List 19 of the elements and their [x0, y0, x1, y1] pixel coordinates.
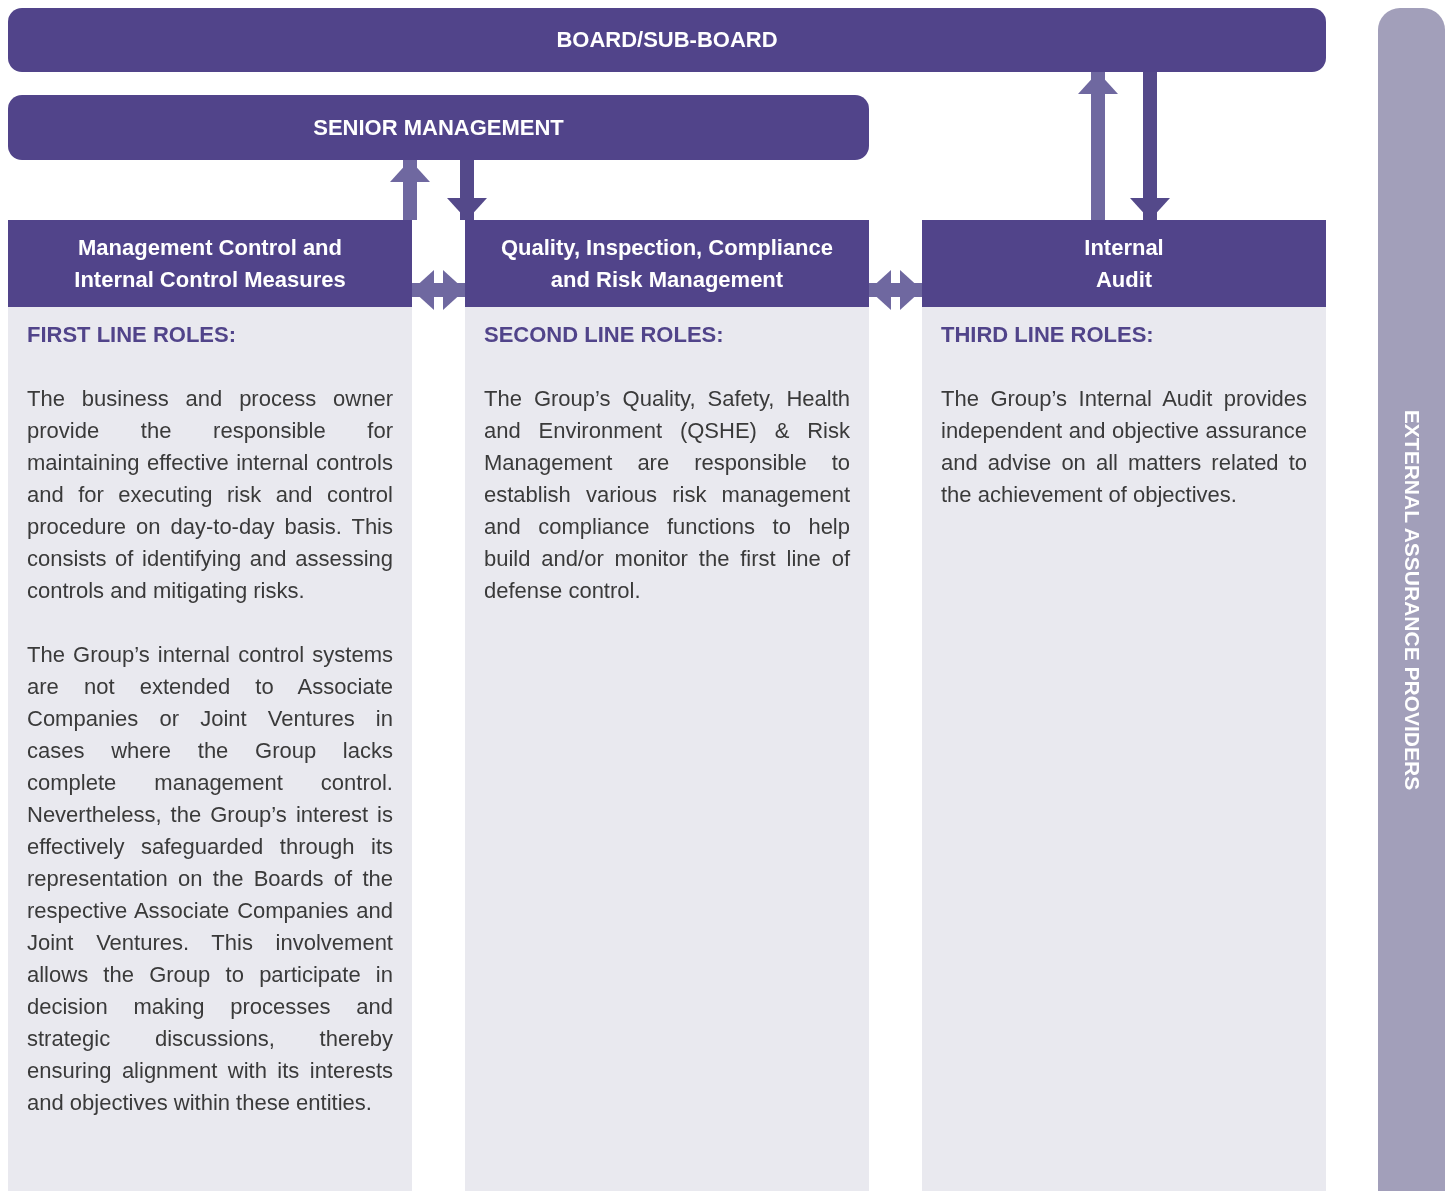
arrow	[412, 270, 465, 310]
arrow	[869, 270, 922, 310]
column-panel	[465, 220, 869, 1191]
board-bar: BOARD/SUB-BOARD	[8, 8, 1326, 72]
role-heading: SECOND LINE ROLES:	[484, 321, 725, 349]
management-bar: SENIOR MANAGEMENT	[8, 95, 869, 160]
paragraph: The Group’s internal control systems are not extended to Associate Companies or Joint Ventures in cases where the Group lacks complete management control. Nevertheless, the Group’s interest is effectively safeguarded through its representation on the Boards of the respective Associate Companies and Joint Ventures. This involvement allows the Group to participate in decision making processes and strategic discussions, thereby ensuring alignment with its interests and objectives within these entities.	[27, 641, 393, 1117]
role-heading: FIRST LINE ROLES:	[27, 321, 237, 349]
paragraph: The business and process owner provide the responsible for maintaining effective internal controls and for executing risk and control procedure on day-to-day basis. This consists of identifying and assessing controls and mitigating risks.	[27, 385, 393, 605]
column-panel	[922, 220, 1326, 1191]
role-heading: THIRD LINE ROLES:	[941, 321, 1155, 349]
paragraph: The Group’s Internal Audit provides independent and objective assurance and advise on all matters related to the achievement of objectives.	[941, 385, 1307, 509]
paragraph: The Group’s Quality, Safety, Health and Environment (QSHE) & Risk Management are responsible to establish various risk management and compliance functions to help build and/or monitor the first line of defense control.	[484, 385, 850, 605]
column-header: Management Control and Internal Control Measures	[8, 220, 412, 307]
column-header: Internal Audit	[922, 220, 1326, 307]
column-header: Quality, Inspection, Compliance and Risk Management	[465, 220, 869, 307]
column-panel	[8, 220, 412, 1191]
side-bar	[1378, 8, 1445, 1191]
side-label: EXTERNAL ASSURANCE PROVIDERS	[1399, 409, 1424, 790]
